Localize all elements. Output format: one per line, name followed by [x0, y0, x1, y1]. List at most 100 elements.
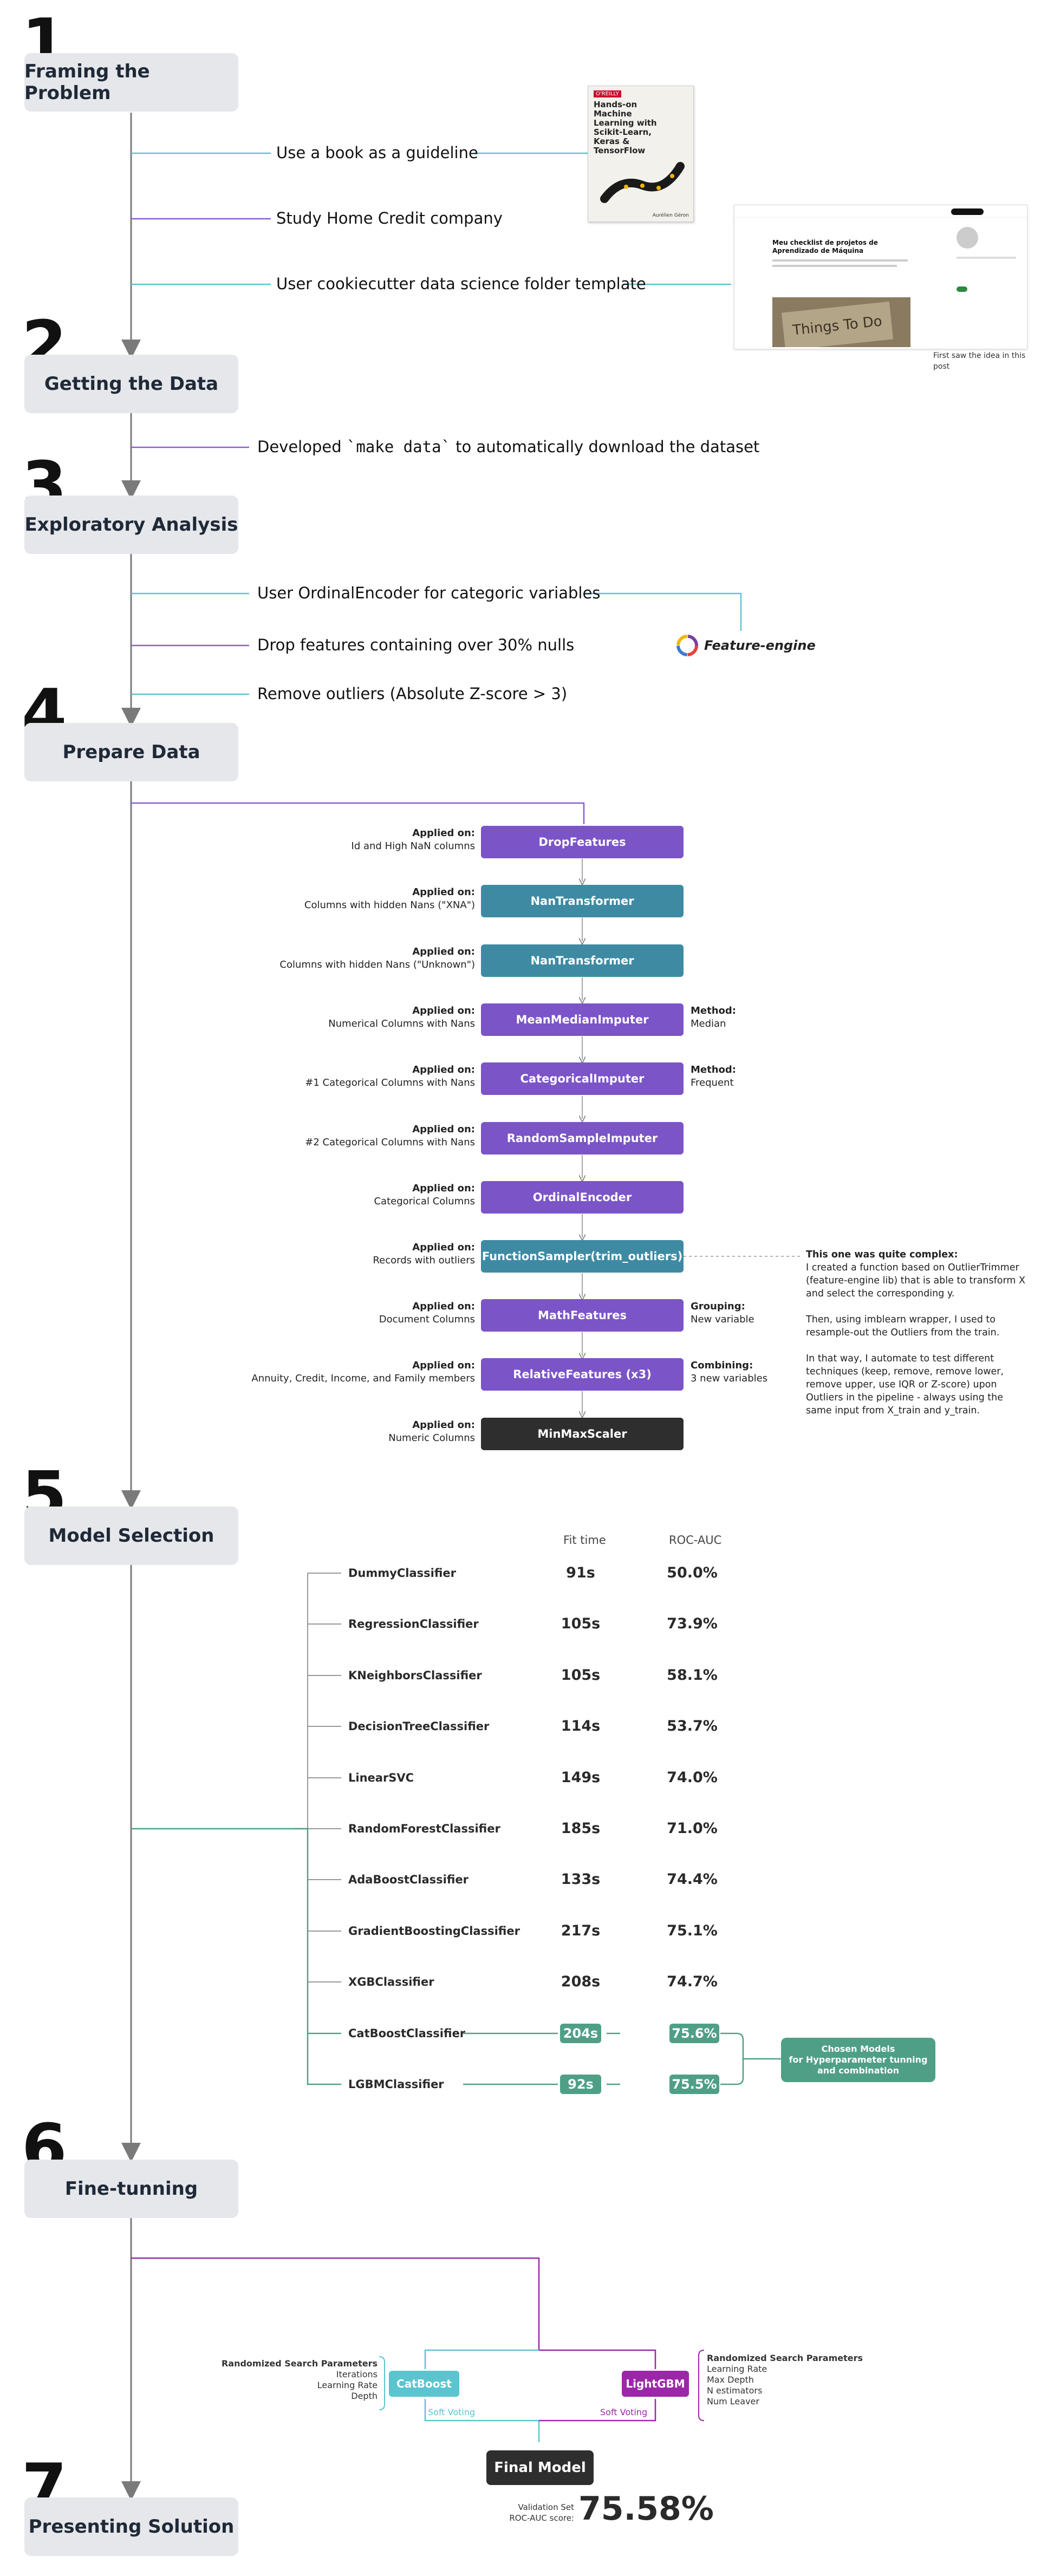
pipeline-step-function-sampler: FunctionSampler(trim_outliers) [481, 1240, 684, 1273]
pipeline-step-note: Method:Frequent [691, 1064, 736, 1088]
model-roc-auc-highlight: 75.6% [669, 2024, 719, 2043]
model-fit-time: 105s [561, 1667, 601, 1684]
applied-on-label: Applied on:Document Columns [379, 1301, 475, 1325]
model-roc-auc: 74.4% [667, 1871, 718, 1888]
model-roc-auc: 73.9% [667, 1615, 718, 1632]
salamander-illustration [600, 162, 685, 203]
pipeline-step-min-max-scaler: MinMaxScaler [481, 1418, 684, 1450]
book-author: Aurélien Géron [652, 213, 689, 218]
medium-post-screenshot: Meu checklist de projetos de Aprendizado… [734, 205, 1027, 349]
model-fit-time-highlight: 92s [560, 2075, 601, 2094]
pipeline-step-note: Grouping:New variable [691, 1301, 754, 1325]
catboost-search-params: Randomized Search Parameters Iterations … [221, 2358, 378, 2401]
model-name: KNeighborsClassifier [348, 1669, 482, 1682]
feature-engine-logo-text: Feature-engine [704, 638, 816, 653]
feature-engine-logo: Feature-engine [674, 632, 818, 660]
stage-model-selection: Model Selection [24, 1507, 238, 1565]
model-name: DummyClassifier [348, 1567, 456, 1580]
stage-framing-problem: Framing the Problem [24, 53, 238, 112]
exploratory-item: User OrdinalEncoder for categoric variab… [257, 584, 601, 602]
model-fit-time: 114s [561, 1718, 601, 1734]
pipeline-step-nan-transformer-unknown: NanTransformer [481, 944, 684, 977]
complex-note-title: This one was quite complex: [806, 1249, 958, 1260]
book-title: Hands-on Machine Learning with Scikit-Le… [594, 100, 657, 155]
pipeline-step-relative-features: RelativeFeatures (x3) [481, 1358, 684, 1391]
stage-prepare-data: Prepare Data [24, 723, 238, 781]
post-title: Meu checklist de projetos de Aprendizado… [772, 239, 878, 255]
stage-presenting-solution: Presenting Solution [24, 2497, 238, 2556]
pipeline-step-categorical-imputer: CategoricalImputer [481, 1062, 684, 1095]
complex-note: This one was quite complex: I created a … [806, 1249, 1025, 1416]
model-roc-auc: 58.1% [667, 1667, 718, 1684]
column-header-fit-time: Fit time [563, 1534, 606, 1547]
chosen-models-box: Chosen Models for Hyperparameter tunning… [781, 2038, 935, 2082]
validation-score-label: Validation Set ROC-AUC score: [509, 2502, 574, 2523]
model-name: LinearSVC [348, 1771, 414, 1784]
applied-on-label: Applied on:#1 Categorical Columns with N… [305, 1064, 475, 1088]
model-roc-auc: 75.1% [667, 1922, 718, 1939]
applied-on-label: Applied on:Numerical Columns with Nans [328, 1005, 475, 1029]
pipeline-step-mean-median-imputer: MeanMedianImputer [481, 1003, 684, 1036]
applied-on-label: Applied on:Records with outliers [373, 1242, 475, 1266]
stage-fine-tunning: Fine-tunning [24, 2160, 238, 2218]
model-roc-auc: 50.0% [667, 1564, 718, 1581]
pipeline-step-drop-features: DropFeatures [481, 826, 684, 858]
applied-on-label: Applied on:#2 Categorical Columns with N… [305, 1124, 475, 1148]
model-fit-time: 185s [561, 1820, 601, 1837]
model-name: RandomForestClassifier [348, 1822, 500, 1835]
model-roc-auc-highlight: 75.5% [669, 2075, 719, 2094]
pipeline-step-random-sample-imputer: RandomSampleImputer [481, 1122, 684, 1155]
applied-on-label: Applied on:Columns with hidden Nans ("Un… [279, 946, 475, 970]
applied-on-label: Applied on:Categorical Columns [374, 1183, 475, 1207]
applied-on-label: Applied on:Id and High NaN columns [351, 827, 475, 852]
post-image: Things To Do [772, 297, 910, 347]
model-fit-time: 91s [566, 1564, 595, 1581]
pipeline-step-note: Method:Median [691, 1005, 736, 1029]
framing-item: User cookiecutter data science folder te… [276, 275, 646, 293]
model-roc-auc: 71.0% [667, 1820, 718, 1837]
column-header-roc-auc: ROC-AUC [669, 1534, 722, 1547]
model-fit-time-highlight: 204s [560, 2024, 601, 2043]
model-name: GradientBoostingClassifier [348, 1925, 520, 1938]
model-name: LGBMClassifier [348, 2078, 444, 2091]
pipeline-step-nan-transformer-xna: NanTransformer [481, 885, 684, 917]
book-publisher: O'REILLY [594, 90, 621, 97]
catboost-model-box: CatBoost [389, 2371, 459, 2397]
book-cover: O'REILLY Hands-on Machine Learning with … [588, 86, 694, 222]
stage-getting-data: Getting the Data [24, 355, 238, 413]
getting-data-item: Developed `make data` to automatically d… [257, 438, 760, 456]
model-name: DecisionTreeClassifier [348, 1720, 490, 1733]
model-fit-time: 149s [561, 1769, 601, 1786]
model-name: XGBClassifier [348, 1975, 434, 1988]
model-fit-time: 217s [561, 1922, 601, 1939]
exploratory-item: Drop features containing over 30% nulls [257, 636, 575, 654]
model-roc-auc: 74.0% [667, 1769, 718, 1786]
lightgbm-soft-voting: Soft Voting [600, 2407, 648, 2417]
lightgbm-model-box: LightGBM [622, 2371, 689, 2397]
validation-score: 75.58% [578, 2490, 714, 2528]
framing-item: Use a book as a guideline [276, 144, 478, 162]
model-fit-time: 105s [561, 1615, 601, 1632]
model-fit-time: 208s [561, 1973, 601, 1990]
model-roc-auc: 53.7% [667, 1718, 718, 1734]
applied-on-label: Applied on:Annuity, Credit, Income, and … [251, 1360, 475, 1384]
pipeline-step-ordinal-encoder: OrdinalEncoder [481, 1181, 684, 1214]
lightgbm-search-params: Randomized Search Parameters Learning Ra… [707, 2353, 863, 2407]
model-name: RegressionClassifier [348, 1618, 479, 1631]
pipeline-step-note: Combining:3 new variables [691, 1360, 768, 1384]
exploratory-item: Remove outliers (Absolute Z-score > 3) [257, 684, 568, 703]
feature-engine-logo-icon [676, 635, 698, 656]
applied-on-label: Applied on:Columns with hidden Nans ("XN… [304, 886, 475, 911]
final-model-box: Final Model [486, 2450, 594, 2485]
model-name: CatBoostClassifier [348, 2027, 466, 2040]
applied-on-label: Applied on:Numeric Columns [388, 1419, 475, 1444]
pipeline-step-math-features: MathFeatures [481, 1299, 684, 1332]
catboost-soft-voting: Soft Voting [428, 2407, 476, 2417]
framing-item: Study Home Credit company [276, 209, 503, 227]
model-fit-time: 133s [561, 1871, 601, 1888]
post-caption: First saw the idea in this post [933, 351, 1026, 371]
model-roc-auc: 74.7% [667, 1973, 718, 1990]
model-name: AdaBoostClassifier [348, 1873, 469, 1886]
stage-exploratory-analysis: Exploratory Analysis [24, 495, 238, 554]
